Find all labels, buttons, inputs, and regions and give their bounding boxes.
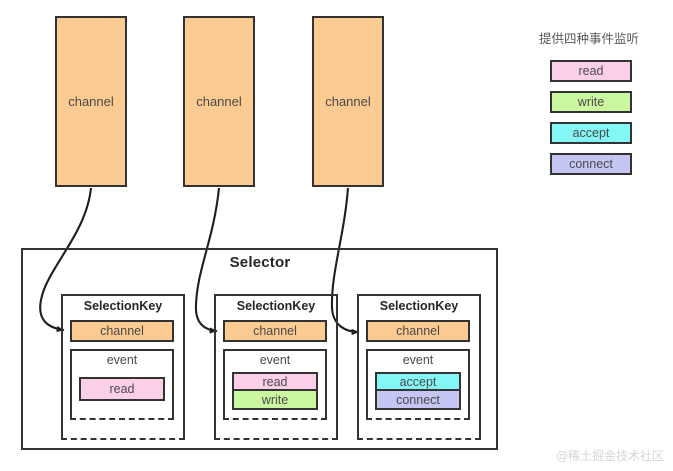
selection-key-3-dashed-bottom — [357, 429, 481, 440]
selection-key-1-event-dashed-bottom — [70, 410, 174, 420]
event-chip-accept-key3-label: accept — [399, 374, 437, 389]
event-chip-read-key2-label: read — [262, 374, 288, 389]
channel-box-2[interactable]: channel — [183, 16, 255, 187]
channel-box-3-label: channel — [325, 94, 371, 109]
legend-chip-read-label: read — [578, 64, 604, 78]
legend-chip-write-label: write — [577, 95, 605, 109]
channel-box-1-label: channel — [68, 94, 114, 109]
selection-key-1-channel-label: channel — [100, 324, 144, 338]
selection-key-3-title: SelectionKey — [379, 299, 459, 313]
event-chip-write-key2[interactable]: write — [232, 391, 318, 410]
selection-key-1-title: SelectionKey — [83, 299, 163, 313]
event-chip-read-key1-label: read — [109, 382, 135, 396]
event-chip-connect-key3-label: connect — [396, 392, 440, 407]
selector-container — [21, 248, 498, 450]
event-chip-write-key2-label: write — [261, 392, 289, 407]
channel-box-3[interactable]: channel — [312, 16, 384, 187]
legend-title: 提供四种事件监听 — [539, 32, 640, 46]
selection-key-2[interactable] — [214, 294, 338, 429]
legend-chip-read[interactable]: read — [550, 60, 632, 82]
selection-key-3[interactable] — [357, 294, 481, 429]
channel-box-1[interactable]: channel — [55, 16, 127, 187]
channel-box-2-label: channel — [196, 94, 242, 109]
selection-key-2-channel-slot[interactable]: channel — [223, 320, 327, 342]
event-chip-connect-key3[interactable]: connect — [375, 391, 461, 410]
selection-key-3-channel-slot[interactable]: channel — [366, 320, 470, 342]
legend-chip-accept[interactable]: accept — [550, 122, 632, 144]
selection-key-3-event-label: event — [402, 353, 434, 367]
selection-key-2-event-dashed-bottom — [223, 410, 327, 420]
selection-key-1-event-label: event — [106, 353, 138, 367]
selector-title: Selector — [229, 253, 291, 271]
event-chip-read-key1[interactable]: read — [79, 377, 165, 401]
selection-key-1-channel-slot[interactable]: channel — [70, 320, 174, 342]
event-chip-read-key2[interactable]: read — [232, 372, 318, 391]
selection-key-3-channel-label: channel — [396, 324, 440, 338]
watermark: @稀土掘金技术社区 — [556, 449, 665, 463]
event-chip-accept-key3[interactable]: accept — [375, 372, 461, 391]
selection-key-1-dashed-bottom — [61, 429, 185, 440]
selection-key-2-channel-label: channel — [253, 324, 297, 338]
selection-key-1[interactable] — [61, 294, 185, 429]
legend-chip-write[interactable]: write — [550, 91, 632, 113]
legend-chip-connect-label: connect — [569, 157, 613, 171]
legend-chip-connect[interactable]: connect — [550, 153, 632, 175]
selection-key-2-dashed-bottom — [214, 429, 338, 440]
selection-key-2-title: SelectionKey — [236, 299, 316, 313]
selection-key-3-event-dashed-bottom — [366, 410, 470, 420]
legend-chip-accept-label: accept — [572, 126, 610, 140]
selection-key-2-event-label: event — [259, 353, 291, 367]
